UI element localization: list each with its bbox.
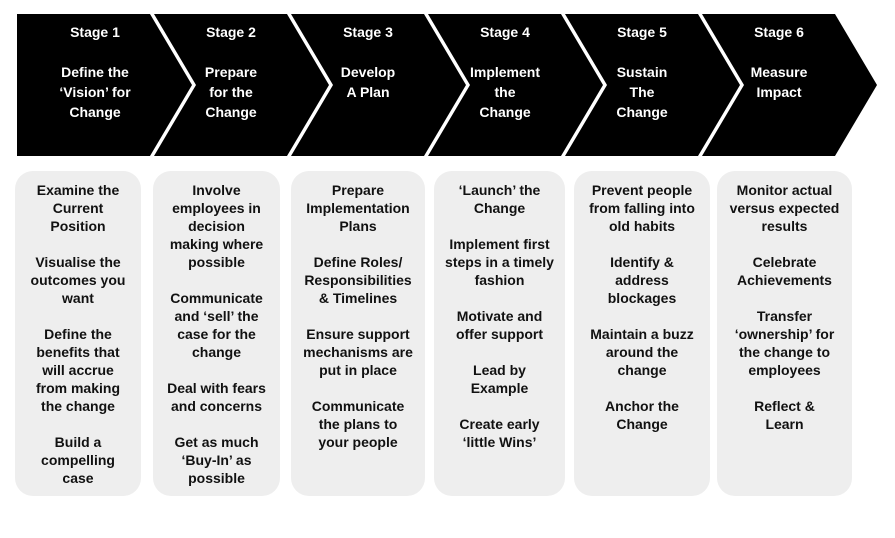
stage-number: Stage 4 bbox=[480, 24, 530, 40]
card-item: Identify & address blockages bbox=[607, 254, 677, 306]
stage-number: Stage 5 bbox=[617, 24, 667, 40]
card-item: Prepare Implementation Plans bbox=[306, 182, 410, 234]
card-item: Anchor the Change bbox=[605, 398, 679, 432]
stage-6-chevron bbox=[702, 14, 877, 156]
stage-5-header: Stage 5 Sustain The Change bbox=[587, 22, 697, 122]
stage-2-chevron bbox=[154, 14, 329, 156]
stage-title: Define the ‘Vision’ for Change bbox=[59, 64, 131, 120]
card-item: Ensure support mechanisms are put in pla… bbox=[303, 326, 413, 378]
card-item: Build a compelling case bbox=[41, 434, 115, 486]
card-item: Monitor actual versus expected results bbox=[729, 182, 840, 234]
card-item: Reflect & Learn bbox=[754, 398, 815, 432]
card-item: Deal with fears and concerns bbox=[167, 380, 266, 414]
stage-6-header: Stage 6 Measure Impact bbox=[724, 22, 834, 102]
stage-2-card: Involve employees in decision making whe… bbox=[153, 171, 280, 496]
stage-1-card: Examine the Current Position Visualise t… bbox=[15, 171, 141, 496]
stage-1-chevron bbox=[17, 14, 192, 156]
card-item: Implement first steps in a timely fashio… bbox=[445, 236, 554, 288]
stage-5-chevron bbox=[565, 14, 740, 156]
card-item: Define Roles/ Responsibilities & Timelin… bbox=[304, 254, 412, 306]
stage-title: Implement the Change bbox=[469, 64, 540, 120]
stage-4-header: Stage 4 Implement the Change bbox=[450, 22, 560, 122]
stage-number: Stage 2 bbox=[206, 24, 256, 40]
stage-title: Develop A Plan bbox=[340, 64, 396, 100]
stage-number: Stage 3 bbox=[343, 24, 393, 40]
card-item: Get as much ‘Buy-In’ as possible bbox=[174, 434, 259, 486]
stage-6-card: Monitor actual versus expected results C… bbox=[717, 171, 852, 496]
card-item: Create early ‘little Wins’ bbox=[459, 416, 540, 450]
card-item: Maintain a buzz around the change bbox=[590, 326, 694, 378]
stage-number: Stage 1 bbox=[70, 24, 120, 40]
stage-3-card: Prepare Implementation Plans Define Role… bbox=[291, 171, 425, 496]
card-item: Transfer ‘ownership’ for the change to e… bbox=[734, 308, 835, 378]
stage-3-header: Stage 3 Develop A Plan bbox=[313, 22, 423, 102]
stage-5-card: Prevent people from falling into old hab… bbox=[574, 171, 710, 496]
stage-title: Measure Impact bbox=[750, 64, 808, 100]
card-item: Visualise the outcomes you want bbox=[30, 254, 126, 306]
card-item: Lead by Example bbox=[470, 362, 529, 396]
stage-4-card: ‘Launch’ the Change Implement first step… bbox=[434, 171, 565, 496]
card-item: Communicate the plans to your people bbox=[311, 398, 405, 450]
card-item: Motivate and offer support bbox=[455, 308, 544, 342]
card-item: Involve employees in decision making whe… bbox=[169, 182, 264, 270]
stage-4-chevron bbox=[428, 14, 603, 156]
stage-2-header: Stage 2 Prepare for the Change bbox=[176, 22, 286, 122]
stage-1-header: Stage 1 Define the ‘Vision’ for Change bbox=[40, 22, 150, 122]
card-item: ‘Launch’ the Change bbox=[458, 182, 541, 216]
stage-3-chevron bbox=[291, 14, 466, 156]
stage-title: Sustain The Change bbox=[616, 64, 668, 120]
card-item: Define the benefits that will accrue fro… bbox=[35, 326, 120, 414]
card-item: Celebrate Achievements bbox=[737, 254, 832, 288]
stage-chevron-band bbox=[17, 14, 877, 156]
stage-number: Stage 6 bbox=[754, 24, 804, 40]
card-item: Communicate and ‘sell’ the case for the … bbox=[170, 290, 263, 360]
stage-title: Prepare for the Change bbox=[204, 64, 258, 120]
card-item: Prevent people from falling into old hab… bbox=[589, 182, 695, 234]
card-item: Examine the Current Position bbox=[36, 182, 120, 234]
